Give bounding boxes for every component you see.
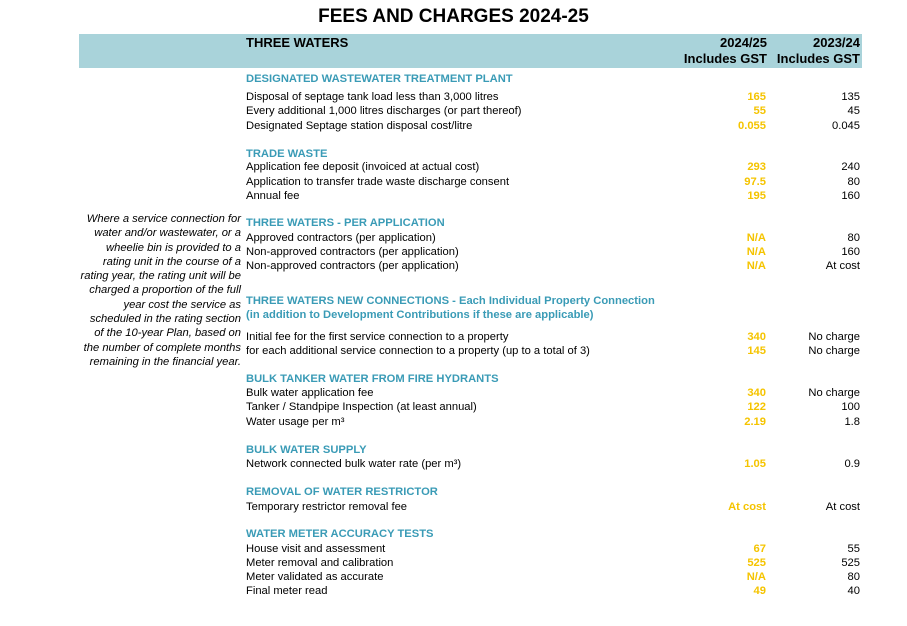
table-header-band (79, 34, 862, 68)
section-heading: TRADE WASTE (246, 148, 328, 160)
fee-description: Initial fee for the first service connec… (246, 331, 509, 343)
fee-2023-24: 45 (847, 105, 860, 117)
column-header-2024-25-gst: Includes GST (683, 51, 767, 66)
column-header-2023-24-year: 2023/24 (813, 35, 860, 50)
section-heading: BULK TANKER WATER FROM FIRE HYDRANTS (246, 373, 499, 385)
fee-description: Every additional 1,000 litres discharges… (246, 105, 522, 117)
table-row: Annual fee 195 160 (246, 189, 860, 203)
fee-2024-25: 2.19 (744, 416, 766, 428)
fee-description: House visit and assessment (246, 543, 386, 555)
fee-description: Designated Septage station disposal cost… (246, 120, 473, 132)
section-heading: THREE WATERS NEW CONNECTIONS - Each Indi… (246, 295, 655, 307)
fee-2024-25: 165 (747, 91, 766, 103)
table-row: Application fee deposit (invoiced at act… (246, 160, 860, 174)
fee-2024-25: N/A (746, 571, 766, 583)
fee-2024-25: 195 (747, 190, 766, 202)
page-title: FEES AND CHARGES 2024-25 (318, 6, 589, 27)
fee-2024-25: 97.5 (744, 176, 766, 188)
fee-2023-24: 525 (841, 557, 860, 569)
table-row: Every additional 1,000 litres discharges… (246, 104, 860, 118)
fee-2024-25: 0.055 (738, 120, 766, 132)
fee-2023-24: 40 (847, 585, 860, 597)
fee-2024-25: 55 (753, 105, 766, 117)
table-row: Application to transfer trade waste disc… (246, 175, 860, 189)
fee-2023-24: 160 (841, 246, 860, 258)
table-row: Meter validated as accurate N/A 80 (246, 570, 860, 584)
fee-2024-25: N/A (746, 232, 766, 244)
section-heading: WATER METER ACCURACY TESTS (246, 528, 434, 540)
section-heading: BULK WATER SUPPLY (246, 444, 367, 456)
fee-2024-25: 340 (747, 331, 766, 343)
fee-description: Application to transfer trade waste disc… (246, 176, 510, 188)
fee-2023-24: 0.9 (844, 458, 860, 470)
fee-description: Tanker / Standpipe Inspection (at least … (246, 401, 477, 413)
fee-2024-25: 525 (747, 557, 766, 569)
fee-2023-24: No charge (808, 387, 860, 399)
table-row: Designated Septage station disposal cost… (246, 119, 860, 133)
fee-description: Final meter read (246, 585, 328, 597)
table-row: Water usage per m³ 2.19 1.8 (246, 415, 860, 429)
table-row: Final meter read 49 40 (246, 584, 860, 598)
table-row: Initial fee for the first service connec… (246, 330, 860, 344)
fee-2023-24: 55 (847, 543, 860, 555)
fee-2024-25: 67 (753, 543, 766, 555)
table-row: Non-approved contractors (per applicatio… (246, 245, 860, 259)
fee-2024-25: 1.05 (744, 458, 766, 470)
fee-2023-24: 0.045 (832, 120, 860, 132)
fee-2023-24: 1.8 (844, 416, 860, 428)
section-heading: THREE WATERS - PER APPLICATION (246, 217, 445, 229)
fee-description: for each additional service connection t… (246, 345, 590, 357)
fee-description: Temporary restrictor removal fee (246, 501, 408, 513)
fee-2023-24: 100 (841, 401, 860, 413)
table-row: Meter removal and calibration 525 525 (246, 556, 860, 570)
fee-description: Network connected bulk water rate (per m… (246, 458, 462, 470)
category-heading: THREE WATERS (246, 35, 349, 50)
fee-description: Application fee deposit (invoiced at act… (246, 161, 480, 173)
table-row: Non-approved contractors (per applicatio… (246, 259, 860, 273)
column-header-2024-25: 2024/25 Includes GST (684, 35, 767, 67)
fee-description: Non-approved contractors (per applicatio… (246, 260, 459, 272)
fee-2023-24: 160 (841, 190, 860, 202)
fee-2024-25: At cost (728, 501, 766, 513)
fee-2024-25: N/A (746, 246, 766, 258)
fee-2024-25: 340 (747, 387, 766, 399)
fee-description: Annual fee (246, 190, 300, 202)
column-header-2023-24-gst: Includes GST (776, 51, 860, 66)
fee-description: Water usage per m³ (246, 416, 345, 428)
fee-description: Non-approved contractors (per applicatio… (246, 246, 459, 258)
table-row: Bulk water application fee 340 No charge (246, 386, 860, 400)
table-row: for each additional service connection t… (246, 344, 860, 358)
table-row: Tanker / Standpipe Inspection (at least … (246, 400, 860, 414)
fee-2024-25: 49 (753, 585, 766, 597)
table-row: Temporary restrictor removal fee At cost A… (246, 500, 860, 514)
fee-2024-25: N/A (746, 260, 766, 272)
side-note: Where a service connection for water and… (80, 213, 241, 368)
fee-2023-24: No charge (808, 345, 860, 357)
section-heading: DESIGNATED WASTEWATER TREATMENT PLANT (246, 73, 513, 85)
fee-2024-25: 293 (747, 161, 766, 173)
fee-2024-25: 145 (747, 345, 766, 357)
column-header-2024-25-year: 2024/25 (720, 35, 767, 50)
fee-description: Bulk water application fee (246, 387, 374, 399)
section-subheading: (in addition to Development Contribution… (246, 309, 594, 321)
fee-2023-24: No charge (808, 331, 860, 343)
section-heading: REMOVAL OF WATER RESTRICTOR (246, 486, 438, 498)
table-row: Approved contractors (per application) N/… (246, 231, 860, 245)
fee-description: Approved contractors (per application) (246, 232, 436, 244)
fee-2023-24: 80 (847, 571, 860, 583)
fee-2023-24: 240 (841, 161, 860, 173)
fee-2023-24: 80 (847, 176, 860, 188)
fee-description: Disposal of septage tank load less than … (246, 91, 499, 103)
fee-2023-24: 80 (847, 232, 860, 244)
table-row: Disposal of septage tank load less than … (246, 90, 860, 104)
fee-description: Meter removal and calibration (246, 557, 394, 569)
fee-2023-24: At cost (825, 260, 860, 272)
fee-2023-24: 135 (841, 91, 860, 103)
fee-description: Meter validated as accurate (246, 571, 384, 583)
column-header-2023-24: 2023/24 Includes GST (777, 35, 860, 67)
fee-2024-25: 122 (747, 401, 766, 413)
table-row: House visit and assessment 67 55 (246, 542, 860, 556)
table-row: Network connected bulk water rate (per m… (246, 457, 860, 471)
fee-2023-24: At cost (825, 501, 860, 513)
